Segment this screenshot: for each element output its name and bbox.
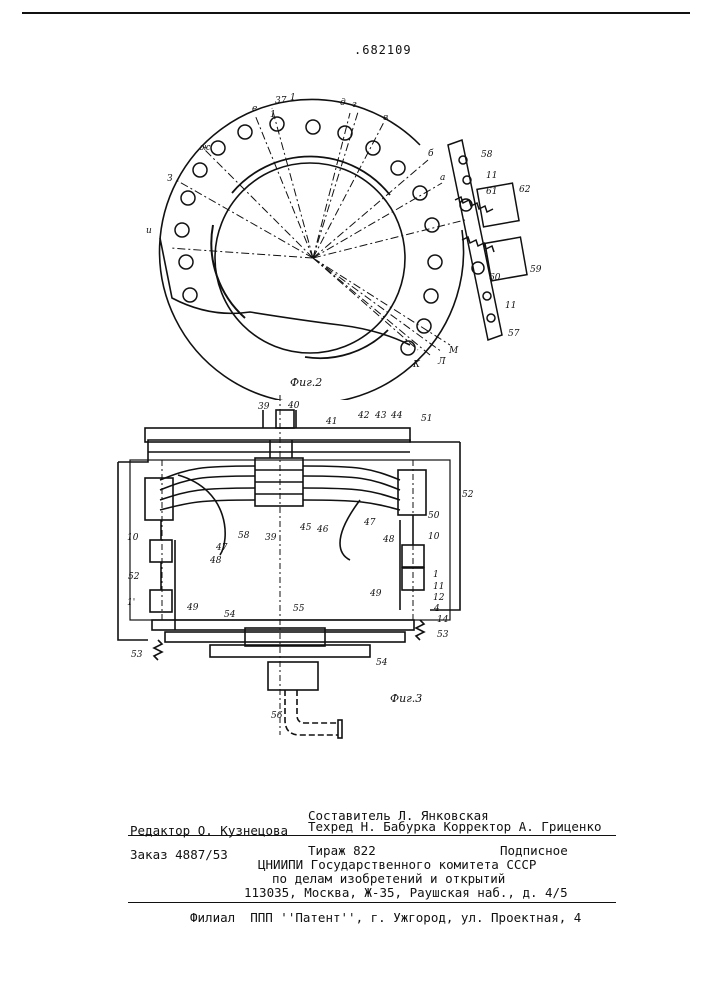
label-45: 45	[299, 523, 312, 533]
footer-rule-1	[128, 835, 616, 836]
footer-rule-2	[128, 902, 616, 903]
label-10b: 10	[428, 532, 440, 542]
label-44: 44	[390, 411, 403, 421]
label-46: 46	[316, 525, 329, 535]
label-53b: 53	[437, 630, 449, 640]
label-51: 51	[421, 414, 432, 424]
label-54a: 54	[224, 610, 236, 620]
subscription: Подписное	[500, 843, 568, 858]
fig3-caption: Фиг.3	[390, 692, 422, 705]
label-12: 12	[433, 593, 445, 603]
label-47b: 47	[363, 518, 376, 528]
label-41: 41	[325, 417, 337, 427]
label-48b: 48	[382, 535, 395, 545]
label-43: 43	[374, 411, 387, 421]
label-1prime: 1'	[127, 598, 135, 608]
label-42: 42	[357, 411, 370, 421]
housing-left	[118, 462, 148, 640]
label-1: 1	[433, 570, 439, 580]
label-54b: 54	[376, 658, 388, 668]
circulation: Тираж 822	[308, 843, 376, 858]
figure-3-drawing: 39 40 41 42 43 44 51 52 58 39 45 46 47 4…	[0, 0, 707, 760]
label-10a: 10	[127, 533, 139, 543]
label-52b: 52	[128, 572, 140, 582]
label-40: 40	[287, 401, 300, 411]
label-14: 14	[437, 615, 449, 625]
label-52a: 52	[462, 490, 474, 500]
label-4: 4	[433, 604, 440, 614]
label-11: 11	[433, 582, 444, 592]
label-58: 58	[238, 531, 250, 541]
techred-corrector: Техред Н. Бабурка Корректор А. Гриценко	[308, 819, 602, 834]
institute-sub: по делам изобретений и открытий	[272, 871, 505, 886]
label-50: 50	[428, 511, 440, 521]
label-55: 55	[293, 604, 305, 614]
label-49a: 49	[186, 603, 199, 613]
institute: ЦНИИПИ Государственного комитета СССР	[258, 857, 536, 872]
order: Заказ 4887/53	[130, 847, 228, 862]
address: 113035, Москва, Ж-35, Раушская наб., д. …	[244, 885, 568, 900]
label-39b: 39	[265, 533, 277, 543]
label-56: 56	[271, 711, 283, 721]
label-53a: 53	[131, 650, 143, 660]
label-47a: 47	[215, 543, 228, 553]
branch: Филиал ППП ''Патент'', г. Ужгород, ул. П…	[190, 910, 581, 925]
label-39a: 39	[258, 402, 270, 412]
label-48a: 48	[209, 556, 222, 566]
label-49b: 49	[369, 589, 382, 599]
